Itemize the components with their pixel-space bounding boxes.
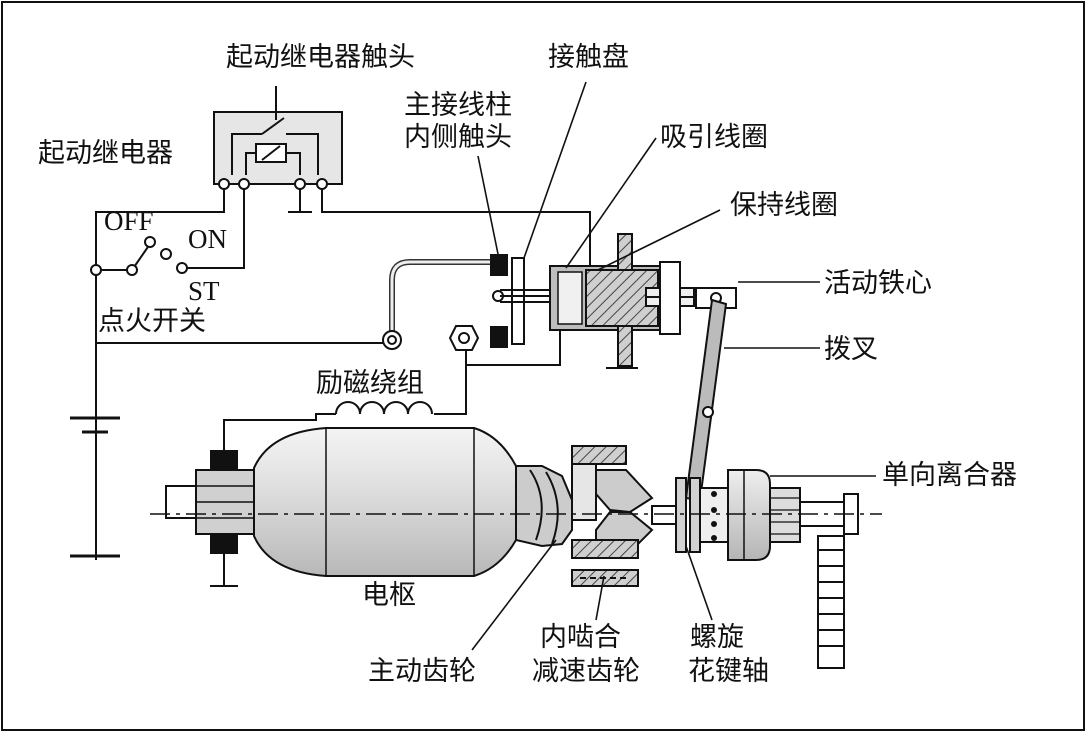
label-armature: 电枢 — [362, 580, 416, 611]
one-way-clutch — [727, 469, 771, 561]
field-winding-coils — [335, 401, 433, 415]
label-start-relay-contact: 起动继电器触头 — [226, 42, 415, 73]
starter-motor — [150, 401, 882, 669]
label-hold-in-coil: 保持线圈 — [730, 190, 838, 221]
ignition-switch-contacts — [90, 236, 188, 276]
armature-body — [253, 427, 517, 577]
label-internal-gear-2: 减速齿轮 — [532, 656, 640, 687]
solenoid-switch — [382, 233, 737, 367]
label-field-winding: 励磁绕组 — [316, 368, 424, 399]
label-switch-on: ON — [188, 224, 227, 254]
label-main-terminal-2: 内侧触头 — [404, 122, 512, 153]
label-ignition-switch: 点火开关 — [98, 306, 206, 337]
start-relay — [213, 86, 343, 190]
label-contact-disc: 接触盘 — [548, 42, 629, 73]
leader-lines — [275, 81, 876, 651]
labels: 起动继电器触头 接触盘 主接线柱 内侧触头 起动继电器 吸引线圈 保持线圈 OF… — [38, 42, 1017, 687]
label-drive-gear: 主动齿轮 — [368, 656, 476, 687]
label-one-way-clutch: 单向离合器 — [882, 460, 1017, 491]
label-switch-st: ST — [188, 276, 220, 306]
label-pull-in-coil: 吸引线圈 — [660, 122, 768, 153]
label-helical-spline-2: 花键轴 — [688, 656, 769, 687]
label-switch-off: OFF — [104, 206, 154, 236]
label-helical-spline-1: 螺旋 — [690, 622, 744, 653]
label-start-relay: 起动继电器 — [38, 138, 173, 169]
shift-fork — [684, 298, 728, 502]
label-shift-fork: 拨叉 — [824, 334, 878, 365]
reduction-gear — [571, 445, 627, 465]
label-plunger: 活动铁心 — [824, 268, 932, 299]
wiring — [70, 186, 638, 587]
label-internal-gear-1: 内啮合 — [540, 622, 621, 653]
label-main-terminal-1: 主接线柱 — [404, 90, 512, 121]
ring-gear — [817, 535, 845, 669]
